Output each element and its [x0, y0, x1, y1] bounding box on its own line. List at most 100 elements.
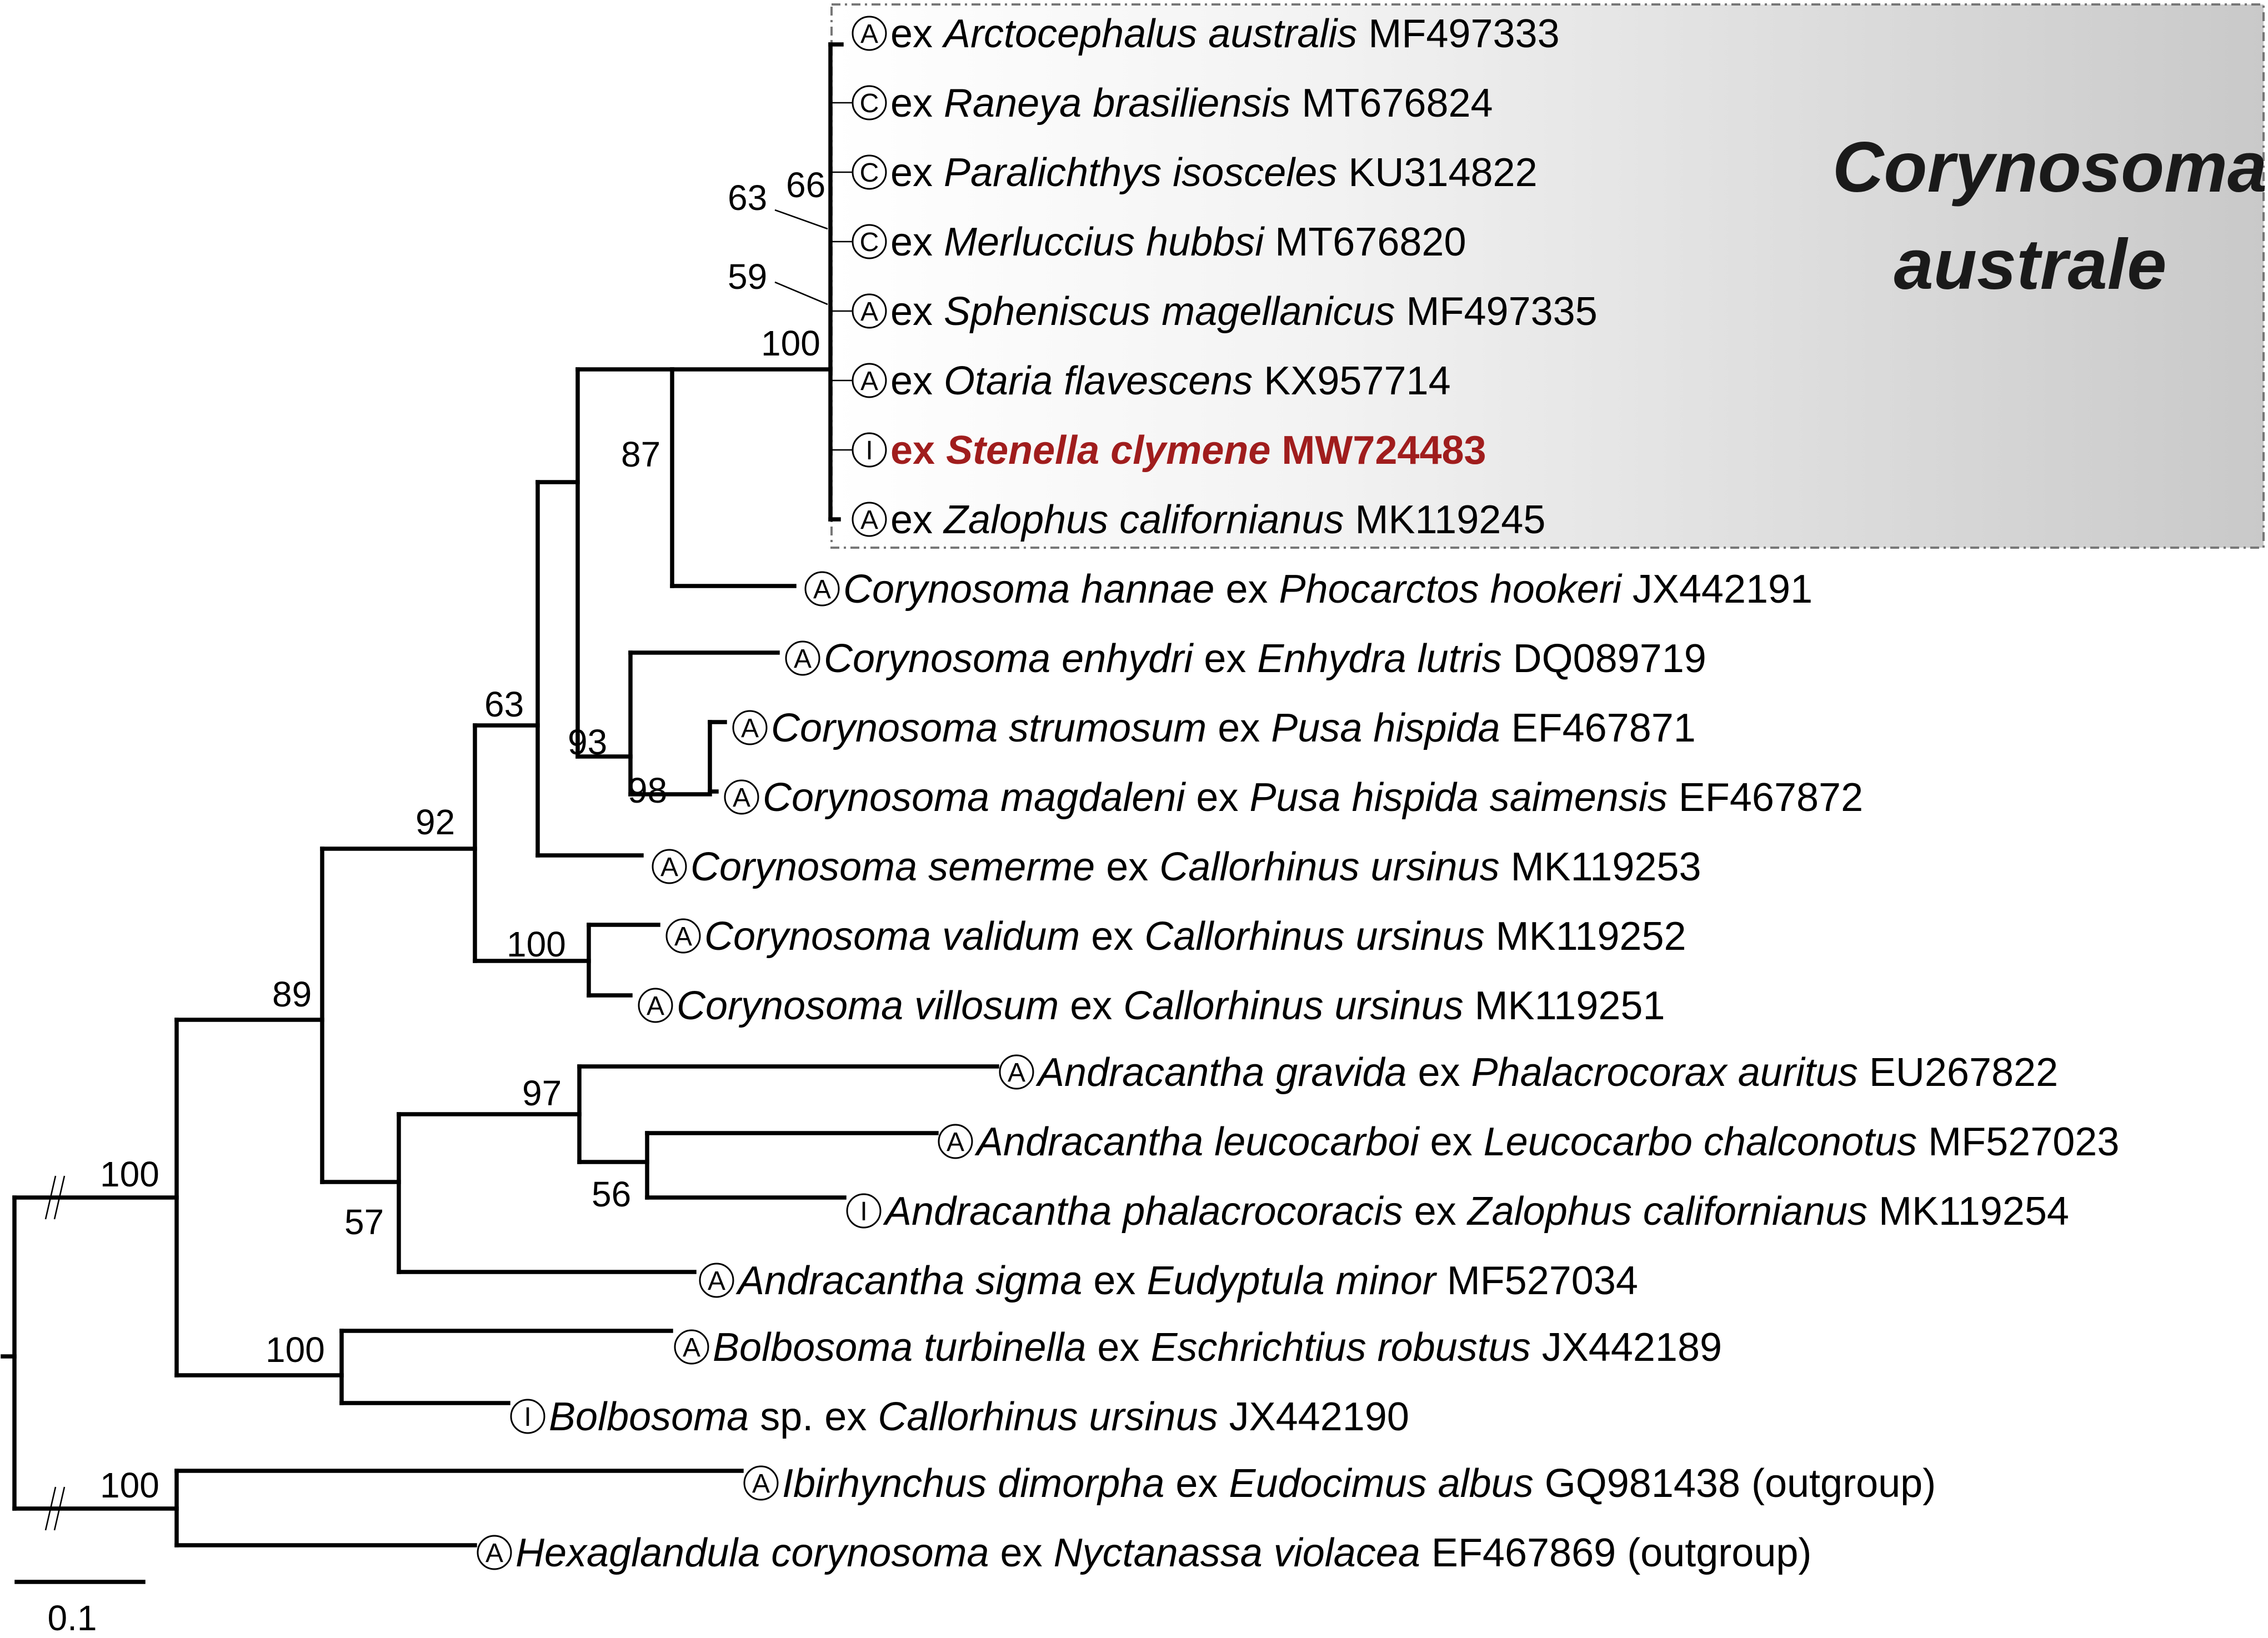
taxon-name: ex Arctocephalus australis MF497333: [890, 12, 1560, 56]
taxon-name: Andracantha phalacrocoracis ex Zalophus …: [883, 1189, 2069, 1234]
host-group-letter: A: [860, 367, 878, 396]
taxon-label: A Andracantha sigma ex Eudyptula minor MF…: [699, 1259, 1638, 1303]
host-group-letter: A: [660, 853, 678, 882]
taxon-name: Bolbosoma turbinella ex Eschrichtius rob…: [713, 1325, 1722, 1370]
taxon-label: A Corynosoma strumosum ex Pusa hispida EF…: [732, 706, 1696, 750]
host-group-letter: I: [865, 436, 873, 465]
taxon-name: Corynosoma enhydri ex Enhydra lutris DQ0…: [824, 637, 1706, 681]
host-group-letter: A: [752, 1469, 770, 1499]
bootstrap-value: 98: [628, 770, 667, 810]
taxon-label: A Ibirhynchus dimorpha ex Eudocimus albus…: [743, 1461, 1936, 1506]
leader-line-59: [774, 281, 828, 305]
taxon-name: Andracantha sigma ex Eudyptula minor MF5…: [735, 1259, 1638, 1303]
host-group-circle-icon: [852, 432, 887, 468]
host-group-circle-icon: [852, 154, 887, 190]
taxon-name: ex Otaria flavescens KX957714: [890, 359, 1451, 403]
host-group-letter: A: [813, 575, 831, 604]
host-group-letter: A: [708, 1266, 725, 1296]
taxon-name: Corynosoma magdaleni ex Pusa hispida sai…: [763, 775, 1863, 820]
taxon-name: ex Merluccius hubbsi MT676820: [890, 220, 1466, 264]
taxon-name: ex Spheniscus magellanicus MF497335: [890, 289, 1598, 334]
bootstrap-labels: 100 100 89 57 92 97 56 100 63 100 87 93 …: [100, 165, 825, 1505]
host-group-letter: A: [683, 1333, 700, 1363]
taxon-name: Andracantha gravida ex Phalacrocorax aur…: [1035, 1050, 2058, 1095]
host-group-circle-icon: [724, 779, 759, 815]
host-group-circle-icon: [852, 16, 887, 51]
scale-bar-label: 0.1: [48, 1598, 97, 1638]
host-group-circle-icon: [477, 1535, 512, 1570]
bootstrap-value: 100: [761, 323, 820, 363]
taxon-name: Corynosoma villosum ex Callorhinus ursin…: [677, 984, 1665, 1028]
host-group-letter: I: [860, 1197, 867, 1226]
clade-title-line2: australe: [1894, 225, 2167, 304]
host-group-letter: I: [524, 1402, 531, 1432]
host-group-circle-icon: [852, 502, 887, 537]
taxon-label: A Andracantha leucocarboi ex Leucocarbo c…: [938, 1120, 2119, 1164]
taxon-name: Corynosoma strumosum ex Pusa hispida EF4…: [771, 706, 1696, 750]
bootstrap-value: 56: [592, 1174, 631, 1214]
clade-title-line1: Corynosoma: [1833, 128, 2267, 207]
host-group-circle-icon: [652, 849, 687, 884]
host-group-circle-icon: [699, 1263, 734, 1298]
taxon-name: ex Zalophus californianus MK119245: [890, 498, 1545, 542]
host-group-letter: A: [647, 991, 664, 1021]
host-group-circle-icon: [665, 918, 701, 954]
host-group-letter: A: [860, 505, 878, 535]
taxon-name: ex Paralichthys isosceles KU314822: [890, 151, 1538, 195]
host-group-letter: A: [485, 1539, 503, 1568]
host-group-circle-icon: [785, 640, 820, 676]
host-group-circle-icon: [852, 224, 887, 259]
host-group-letter: C: [860, 158, 879, 188]
taxon-label: A Hexaglandula corynosoma ex Nyctanassa v…: [477, 1531, 1811, 1575]
host-group-circle-icon: [852, 293, 887, 329]
taxon-label: A Corynosoma semerme ex Callorhinus ursin…: [652, 845, 1701, 889]
taxon-name: Hexaglandula corynosoma ex Nyctanassa vi…: [515, 1531, 1811, 1575]
taxon-label: A Bolbosoma turbinella ex Eschrichtius ro…: [674, 1325, 1722, 1370]
host-group-circle-icon: [510, 1399, 545, 1434]
taxon-label: A Corynosoma enhydri ex Enhydra lutris DQ…: [785, 637, 1706, 681]
bootstrap-value: 92: [415, 802, 455, 842]
bootstrap-value: 63: [728, 178, 767, 218]
host-group-letter: A: [674, 922, 692, 951]
host-group-letter: C: [860, 228, 879, 257]
bootstrap-value: 57: [344, 1202, 384, 1242]
taxon-name: Corynosoma semerme ex Callorhinus ursinu…: [690, 845, 1701, 889]
host-group-letter: A: [1008, 1058, 1025, 1088]
bootstrap-value: 93: [568, 722, 607, 762]
leader-line-63: [774, 209, 828, 230]
taxon-name: Ibirhynchus dimorpha ex Eudocimus albus …: [782, 1461, 1936, 1506]
taxon-label: A Corynosoma magdaleni ex Pusa hispida sa…: [724, 775, 1863, 820]
host-group-letter: A: [741, 714, 759, 743]
taxon-label: A Corynosoma villosum ex Callorhinus ursi…: [638, 984, 1665, 1028]
host-group-circle-icon: [732, 710, 768, 745]
bootstrap-value: 100: [100, 1465, 159, 1505]
highlighted-taxon-name: ex Stenella clymene MW724483: [890, 428, 1486, 473]
host-group-circle-icon: [804, 571, 840, 607]
bootstrap-value: 100: [266, 1330, 325, 1370]
taxon-name: Corynosoma hannae ex Phocarctos hookeri …: [843, 567, 1813, 612]
taxon-name: Andracantha leucocarboi ex Leucocarbo ch…: [974, 1120, 2119, 1164]
bootstrap-value: 59: [728, 257, 767, 297]
clade-highlight-box: [830, 3, 2265, 549]
bootstrap-value: 97: [522, 1073, 562, 1113]
taxon-name: Bolbosoma sp. ex Callorhinus ursinus JX4…: [549, 1395, 1409, 1439]
host-group-circle-icon: [674, 1329, 709, 1365]
bootstrap-value: 100: [507, 924, 566, 964]
taxon-name: ex Raneya brasiliensis MT676824: [890, 81, 1493, 126]
host-group-circle-icon: [852, 85, 887, 121]
taxon-label: I Bolbosoma sp. ex Callorhinus ursinus JX…: [510, 1395, 1409, 1439]
host-group-letter: A: [947, 1128, 964, 1157]
host-group-letter: A: [733, 783, 750, 813]
bootstrap-value: 66: [786, 165, 825, 205]
host-group-letter: A: [794, 644, 812, 674]
